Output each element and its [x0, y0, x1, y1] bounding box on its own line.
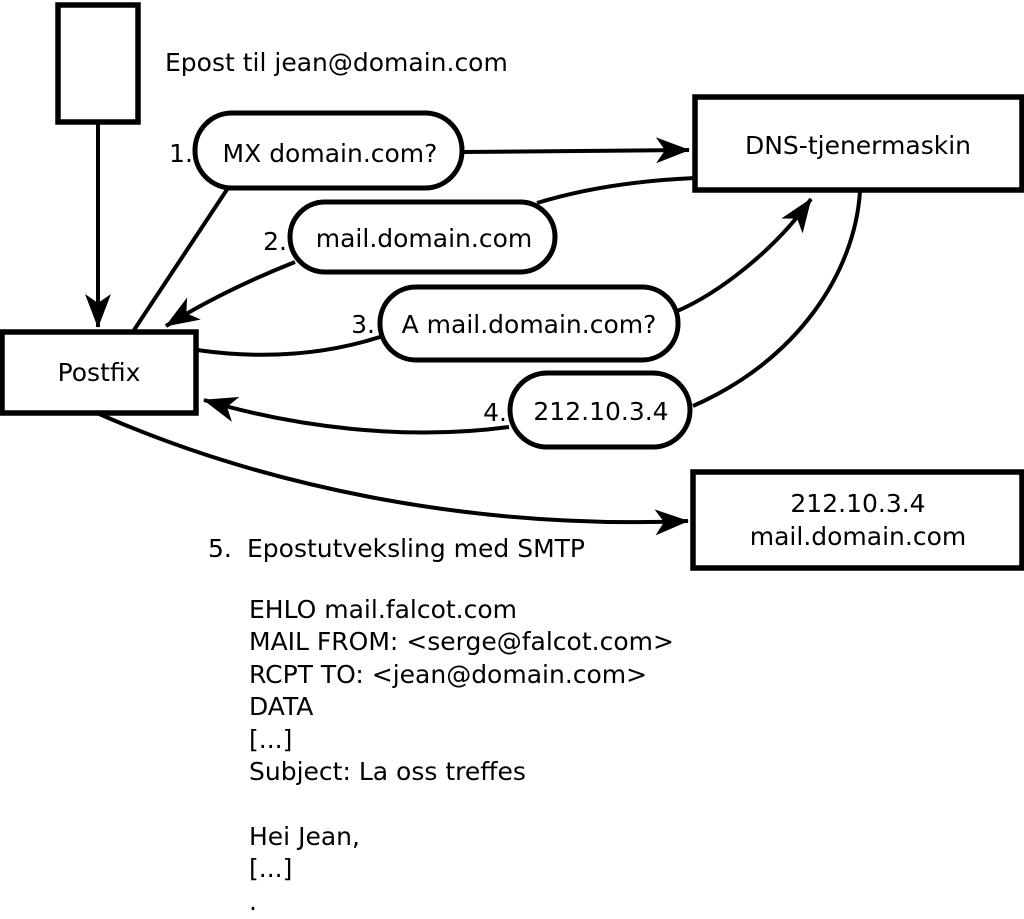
line-postfix-to-step3 — [196, 335, 381, 357]
dns-server-box — [692, 94, 1024, 193]
arrow-step4-to-postfix — [203, 396, 510, 435]
line-postfix-to-step1 — [132, 186, 230, 332]
step2-number: 2. — [263, 227, 287, 256]
mail-server-box — [690, 469, 1024, 571]
step1-label: MX domain.com? — [223, 139, 438, 168]
diagram-title: Epost til jean@domain.com — [165, 48, 508, 77]
step3-label: A mail.domain.com? — [402, 310, 657, 339]
line-dns-to-step4 — [692, 190, 862, 408]
arrow-step1-to-dns — [461, 137, 690, 164]
mail-server-hostname: mail.domain.com — [750, 522, 966, 551]
postfix-label: Postfix — [58, 358, 141, 387]
step5-number: 5. — [208, 534, 232, 563]
step4-number: 4. — [483, 398, 507, 427]
mail-client-box — [55, 2, 141, 125]
dns-server-label: DNS-tjenermaskin — [745, 131, 971, 160]
mail-server-ip: 212.10.3.4 — [790, 489, 925, 518]
arrow-step2-to-postfix — [164, 260, 296, 328]
smtp-session-text: EHLO mail.falcot.com MAIL FROM: <serge@f… — [249, 595, 674, 916]
step3-number: 3. — [351, 310, 375, 339]
step4-label: 212.10.3.4 — [533, 397, 668, 426]
step5-label: Epostutveksling med SMTP — [247, 534, 585, 563]
step2-pill — [287, 199, 558, 275]
line-dns-to-step2 — [536, 176, 696, 205]
step1-number: 1. — [169, 139, 193, 168]
arrow-step3-to-dns — [674, 197, 813, 314]
step1-pill — [192, 110, 465, 191]
step2-label: mail.domain.com — [316, 224, 532, 253]
step3-pill — [377, 284, 681, 363]
arrow-postfix-to-mail-server — [96, 411, 689, 536]
step4-pill — [507, 370, 693, 450]
